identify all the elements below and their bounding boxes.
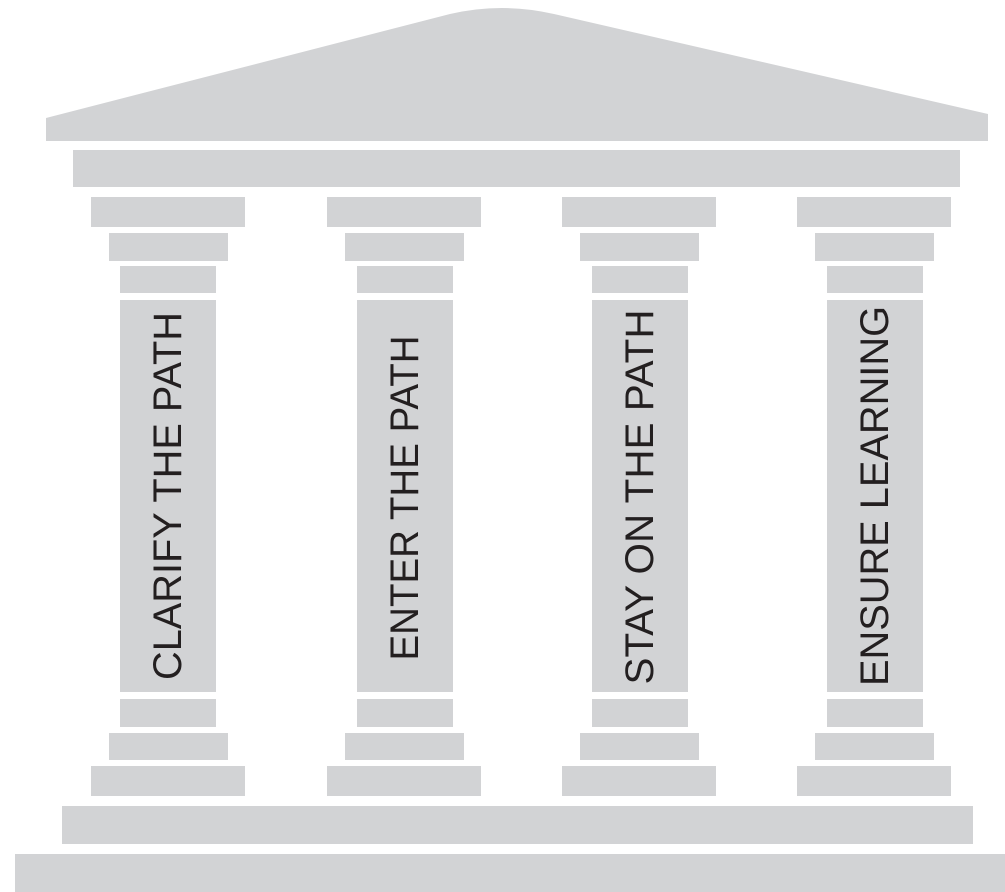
pillar-capital-middle [815, 233, 934, 261]
pillar-base-middle [815, 733, 934, 760]
pillar-base-middle [345, 733, 464, 760]
pillar-label: CLARIFY THE PATH [146, 312, 190, 680]
pillar-capital-top [562, 197, 716, 227]
temple-step-lower [15, 854, 1005, 892]
pillar-capital-middle [109, 233, 228, 261]
temple-step-upper [62, 806, 973, 844]
pillar-shaft [592, 300, 688, 692]
pillar-enter-the-path: ENTER THE PATH [327, 197, 481, 796]
pillar-base-bottom [797, 766, 951, 796]
temple-roof [46, 8, 988, 141]
pillar-shaft [827, 300, 923, 692]
pillar-base-top [592, 699, 688, 727]
pillar-base-top [827, 699, 923, 727]
pillar-shaft [120, 300, 216, 692]
pillar-base-middle [580, 733, 699, 760]
pillar-capital-bottom [357, 266, 453, 293]
pillar-capital-top [797, 197, 951, 227]
pillar-capital-bottom [827, 266, 923, 293]
pillar-base-middle [109, 733, 228, 760]
pillar-base-bottom [562, 766, 716, 796]
pillar-base-top [357, 699, 453, 727]
pillar-label: ENSURE LEARNING [853, 306, 897, 686]
pillar-capital-bottom [592, 266, 688, 293]
pillar-clarify-the-path: CLARIFY THE PATH [91, 197, 245, 796]
pillar-base-bottom [327, 766, 481, 796]
pillar-capital-middle [345, 233, 464, 261]
pillar-base-bottom [91, 766, 245, 796]
pillar-stay-on-the-path: STAY ON THE PATH [562, 197, 716, 796]
pillar-base-top [120, 699, 216, 727]
pillar-ensure-learning: ENSURE LEARNING [797, 197, 951, 796]
pillar-capital-top [91, 197, 245, 227]
pillar-shaft [357, 300, 453, 692]
pillar-capital-top [327, 197, 481, 227]
temple-entablature [73, 150, 960, 187]
pillar-capital-middle [580, 233, 699, 261]
pillar-capital-bottom [120, 266, 216, 293]
pillar-label: ENTER THE PATH [383, 336, 427, 661]
pillar-label: STAY ON THE PATH [618, 310, 662, 685]
